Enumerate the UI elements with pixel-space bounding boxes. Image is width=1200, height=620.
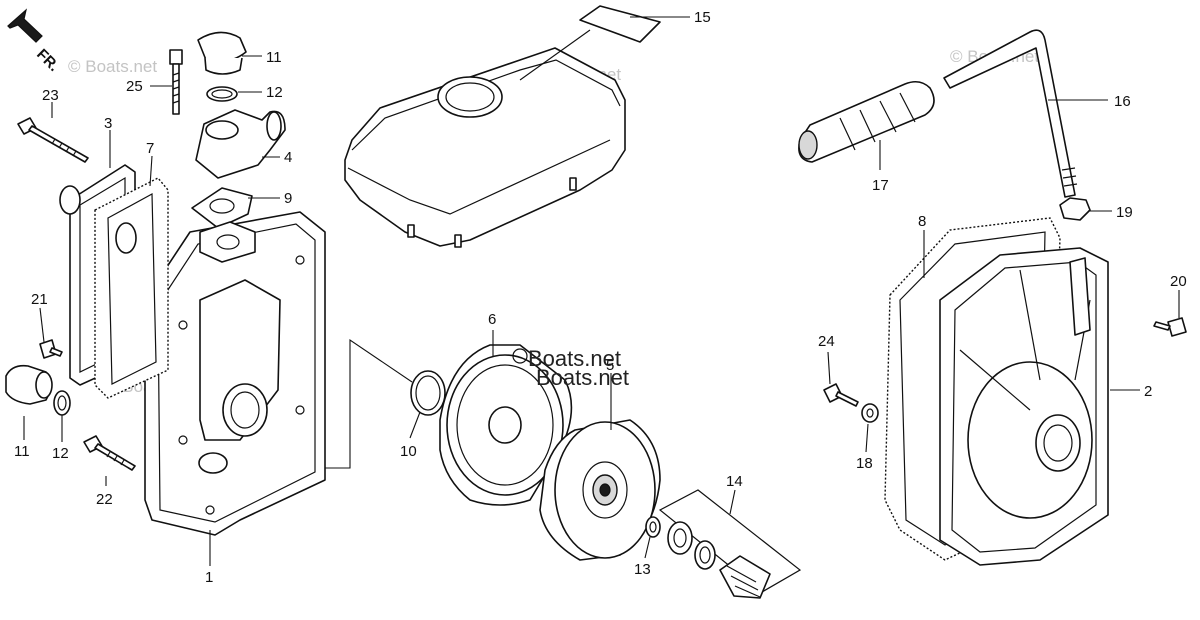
callout-10: 10: [400, 443, 417, 460]
callout-18: 18: [856, 455, 873, 472]
bolt-20-part: [1153, 317, 1187, 337]
callout-15: 15: [694, 9, 711, 26]
handle-rod-part: [943, 29, 1078, 198]
callout-14: 14: [726, 473, 743, 490]
fuel-tank-part: [344, 47, 626, 248]
callouts: 11 12 4 9 25 23 3 7 21 11 12 22 1 10 6 5…: [14, 9, 1187, 586]
callout-16: 16: [1114, 93, 1131, 110]
callout-3: 3: [104, 115, 112, 132]
callout-11-top: 11: [266, 49, 282, 66]
callout-24: 24: [818, 333, 835, 350]
callout-7: 7: [146, 140, 154, 157]
mechanical-seal-14-part: [658, 489, 802, 599]
bolt-25-part: [169, 49, 183, 115]
pump-cover-2-part: [939, 247, 1109, 566]
leader-lines: [23, 16, 1180, 566]
gasket-9-part: [191, 187, 253, 229]
callout-23: 23: [42, 87, 59, 104]
callout-9: 9: [284, 190, 292, 207]
side-gasket-part: [94, 177, 169, 399]
washer-18-part: [861, 403, 879, 423]
callout-11-left: 11: [14, 443, 30, 460]
impeller-part: [539, 419, 661, 561]
grip-part: [798, 80, 935, 163]
bolt-21-part: [39, 339, 63, 359]
washer-13-part: [645, 516, 661, 538]
callout-17: 17: [872, 177, 889, 194]
filler-cap-part: [197, 31, 247, 75]
bolt-22-part: [83, 435, 136, 471]
callout-22: 22: [96, 491, 113, 508]
bolt-24-part: [823, 383, 859, 407]
front-direction-arrow-icon: [7, 8, 43, 43]
label-sticker-part: [579, 5, 661, 43]
callout-20: 20: [1170, 273, 1187, 290]
callout-13: 13: [634, 561, 651, 578]
callout-8: 8: [918, 213, 926, 230]
front-direction-arrow: FR.: [7, 8, 62, 75]
nut-part: [1059, 197, 1091, 221]
watermark-logo-text-1: Boats.net: [528, 346, 621, 371]
volute-case-part: [439, 344, 573, 506]
callout-25: 25: [126, 78, 143, 95]
callout-21: 21: [31, 291, 48, 308]
watermark-top-left: © Boats.net: [68, 57, 157, 76]
bolt-23-part: [17, 117, 89, 163]
callout-1: 1: [205, 569, 213, 586]
front-direction-label: FR.: [33, 46, 62, 75]
callout-4: 4: [284, 149, 292, 166]
callout-6: 6: [488, 311, 496, 328]
o-ring-12-top: [206, 86, 238, 102]
callout-19: 19: [1116, 204, 1133, 221]
elbow-fitting-part: [195, 109, 286, 179]
watermark-logo-text-2: Boats.net: [536, 365, 629, 390]
o-ring-12-left: [53, 390, 71, 416]
callout-12-left: 12: [52, 445, 69, 462]
callout-5: 5: [606, 357, 614, 374]
drain-plug-part: [5, 364, 53, 405]
pump-housing-part: [144, 211, 326, 536]
callout-12-top: 12: [266, 84, 283, 101]
callout-2: 2: [1144, 383, 1152, 400]
watermark-logo: Boats.net Boats.net: [512, 346, 629, 390]
o-ring-10-part: [410, 370, 446, 416]
